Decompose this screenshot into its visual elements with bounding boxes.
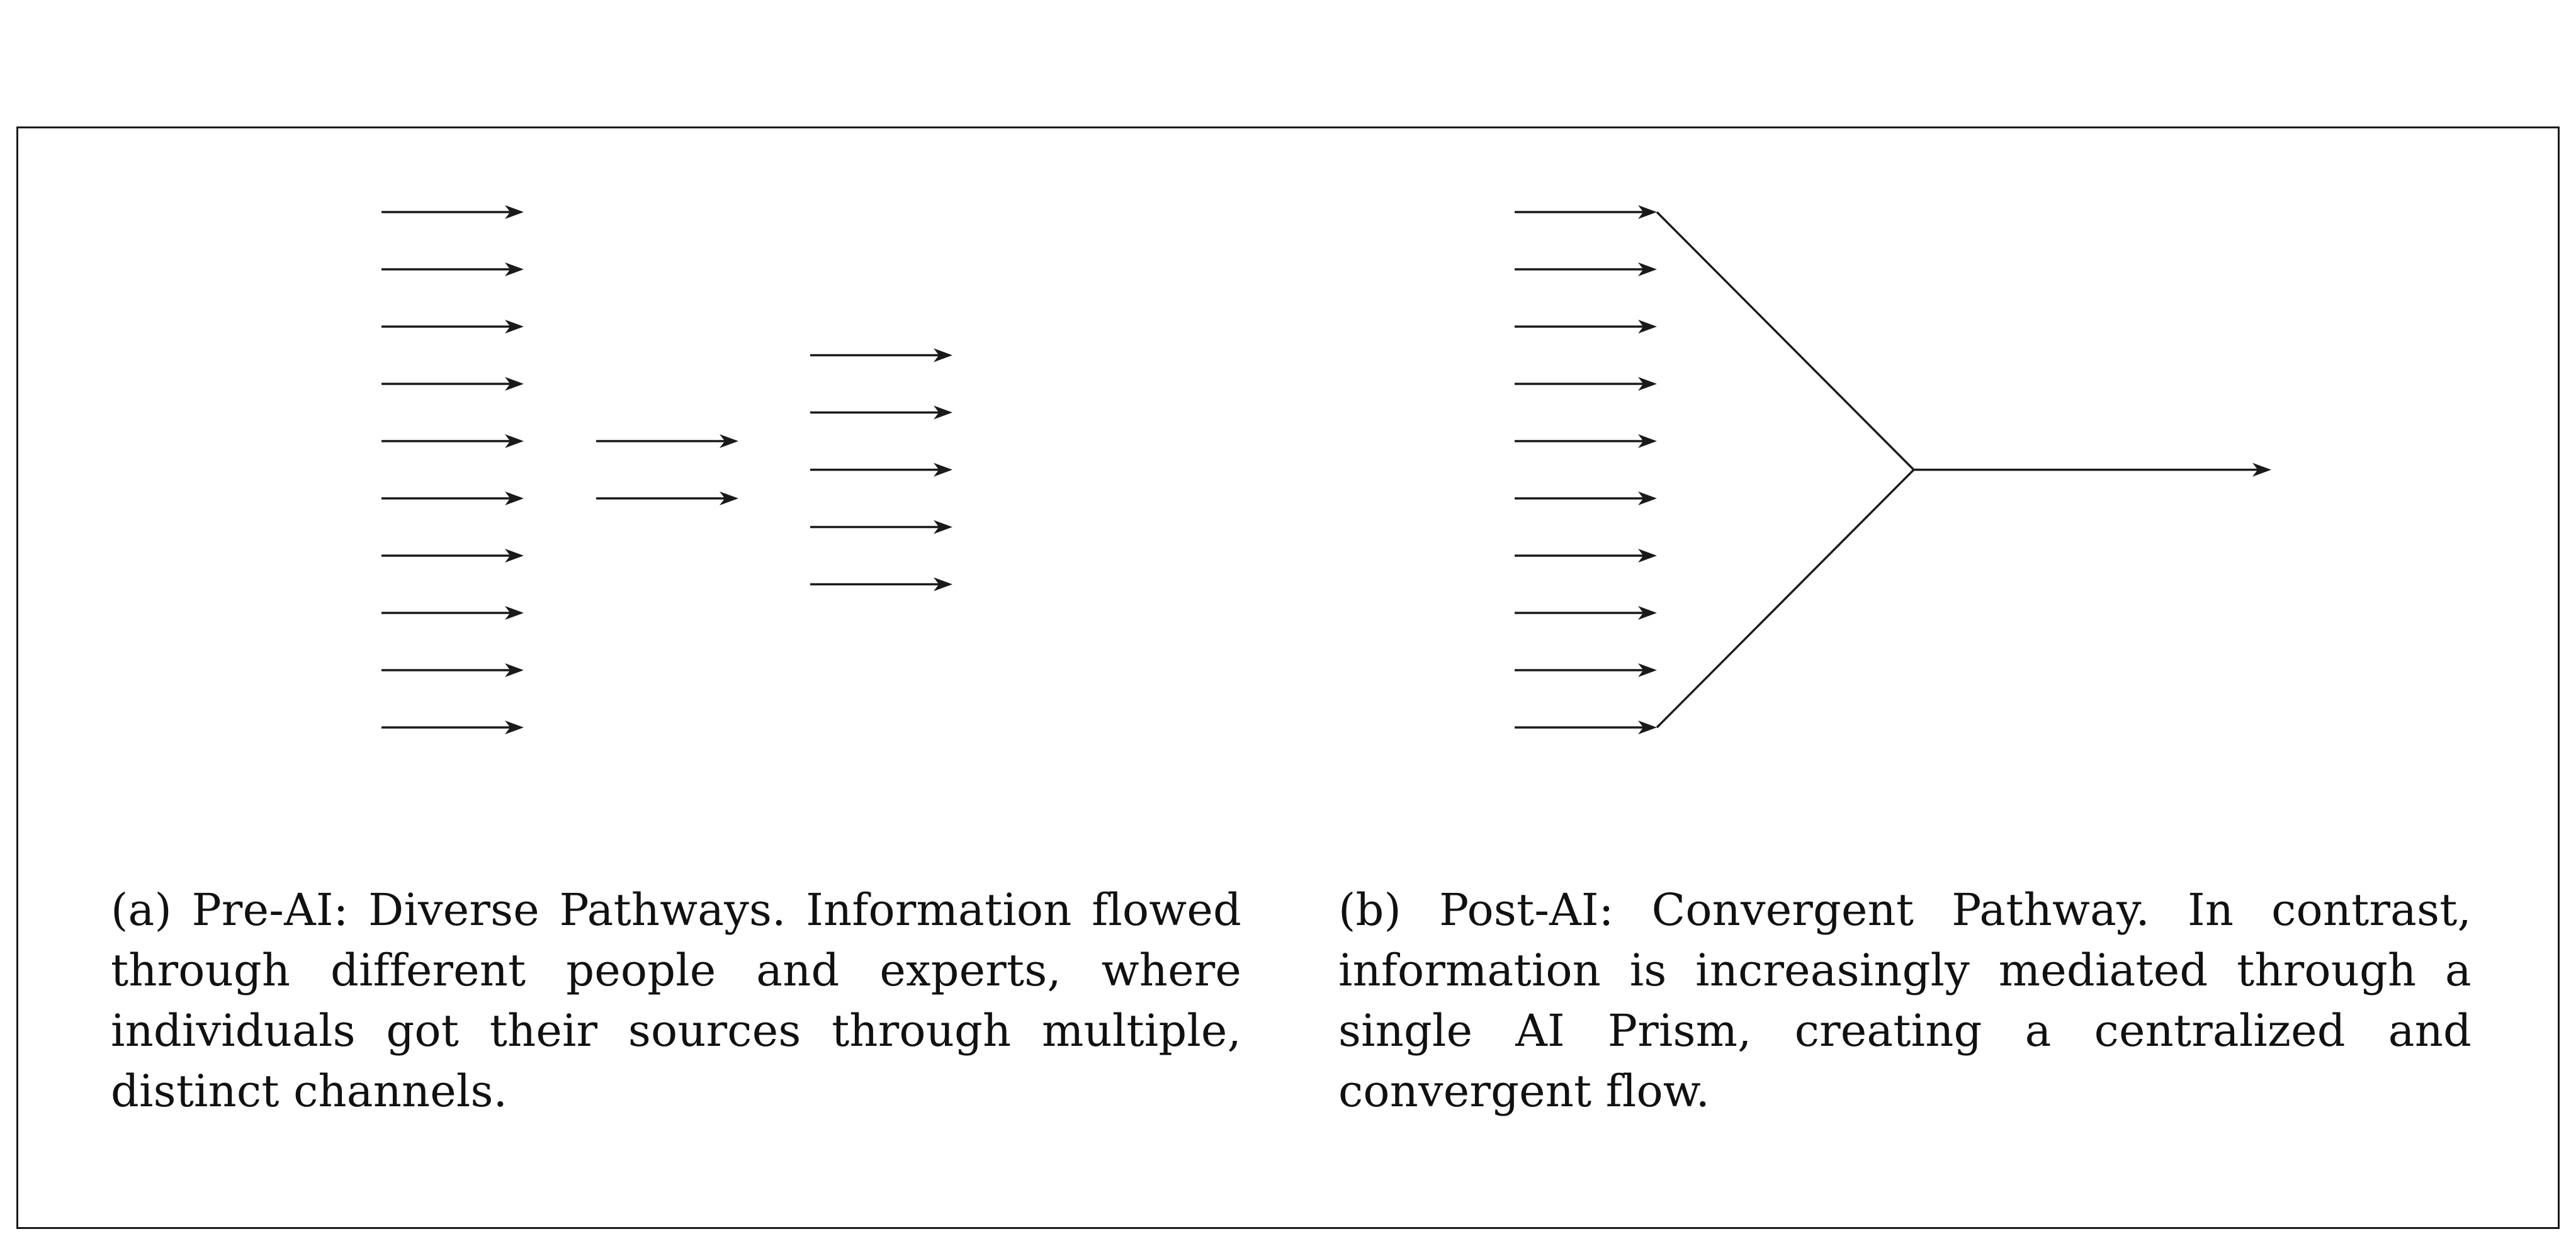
panel-b-input-arrow [1515,320,1657,334]
caption-a: (a) Pre-AI: Diverse Pathways. Informatio… [111,880,1241,1121]
panel-a-column-3-arrow [810,463,952,477]
panel-a-column-1-arrow [381,606,524,620]
panel-b-input-arrow [1515,491,1657,505]
panel-b-input-arrow [1515,663,1657,677]
panel-a-column-1-arrow [381,721,524,734]
panel-a-column-1-arrow [381,205,524,219]
panel-b-input-arrow [1515,721,1657,734]
panel-a-column-1-arrow [381,377,524,391]
caption-a-title: Pre-AI: Diverse Pathways. [191,884,786,936]
panel-a-column-1-arrow [381,663,524,677]
panel-a-column-1-arrow [381,491,524,505]
caption-a-label: (a) [111,884,172,936]
panel-a-column-3-arrow [810,577,952,592]
panel-a-column-1-arrow [381,549,524,563]
panel-a-column-3-arrow [810,348,952,362]
panel-b-diagram [1515,205,2271,734]
caption-b-title: Post-AI: Convergent Pathway. [1439,884,2150,936]
panel-a-column-2-arrow [596,491,738,505]
panel-b-input-arrow [1515,377,1657,391]
panel-b-converge-line-upper [1656,211,1915,471]
panel-b-input-arrow [1515,262,1657,276]
panel-b-input-arrow [1515,205,1657,219]
panel-b-input-arrow [1515,434,1657,448]
panel-b-input-arrow [1515,606,1657,620]
caption-b-label: (b) [1338,884,1402,936]
caption-b: (b) Post-AI: Convergent Pathway. In cont… [1338,880,2471,1121]
caption-a-text: Information flowed through different peo… [111,884,1241,1117]
panel-a-column-3-arrow [810,405,952,420]
caption-b-text: In contrast, information is increasingly… [1338,884,2471,1117]
panel-a-column-3-arrow [810,520,952,534]
panel-a-diagram [381,205,952,734]
panel-a-column-1-arrow [381,320,524,334]
panel-b-converge-line-lower [1656,469,1915,729]
panel-a-column-2-arrow [596,434,738,448]
figure-frame [16,126,2560,1229]
panel-a-column-1-arrow [381,262,524,276]
panel-b-output-arrow [1914,463,2271,477]
panel-a-column-1-arrow [381,434,524,448]
panel-b-input-arrow [1515,549,1657,563]
